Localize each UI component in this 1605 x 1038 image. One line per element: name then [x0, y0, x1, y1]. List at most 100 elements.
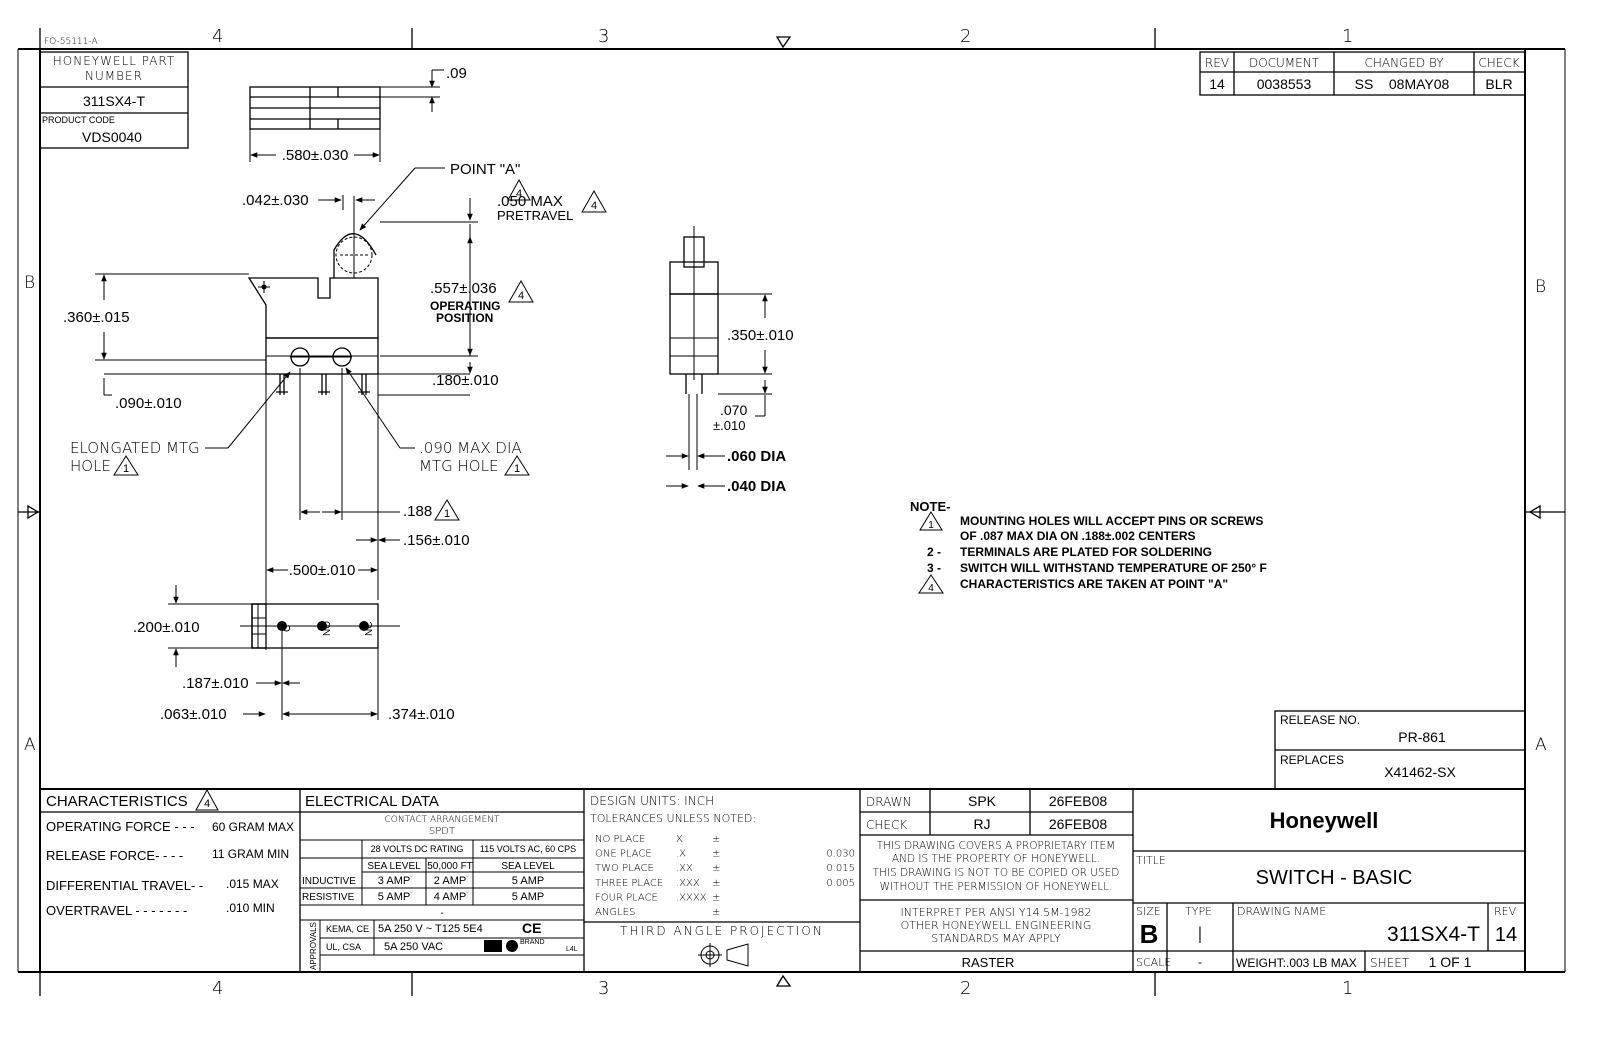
electrical-title: ELECTRICAL DATA	[305, 793, 439, 810]
tolerances-block: DESIGN UNITS: INCH TOLERANCES UNLESS NOT…	[584, 794, 860, 967]
tolerance-label: THREE PLACE	[595, 878, 663, 889]
dim-063: .063±.010	[160, 706, 227, 723]
sheet-label: SHEET	[1370, 956, 1410, 970]
approvals-label: APPROVALS	[309, 922, 318, 970]
form-number: FO-55111-A	[44, 37, 98, 47]
dim-350: .350±.010	[727, 327, 794, 344]
inductive-ac: 5 AMP	[512, 875, 544, 887]
tolerance-val: 0.005	[826, 878, 855, 889]
notes-title: NOTE-	[910, 499, 950, 514]
projection-label: THIRD ANGLE PROJECTION	[620, 924, 824, 938]
scale-value: -	[1198, 955, 1202, 969]
scale-label: SCALE	[1136, 956, 1171, 969]
tolerance-val: 0.030	[826, 849, 855, 860]
interpret-line-3: STANDARDS MAY APPLY	[931, 932, 1061, 945]
spare-row-dash: -	[440, 908, 443, 919]
dim-156: .156±.010	[403, 532, 470, 549]
part-number-value: 311SX4-T	[83, 93, 145, 109]
drawn-by: SPK	[968, 793, 997, 809]
tolerance-fmt: .XXX	[676, 878, 700, 889]
dim-060: .060 DIA	[727, 448, 786, 465]
drawn-label: DRAWN	[866, 795, 912, 809]
rev-value: 14	[1209, 76, 1225, 92]
pretravel-label: PRETRAVEL	[497, 208, 573, 223]
tolerance-label: TWO PLACE	[595, 863, 654, 874]
type-value: I	[1197, 924, 1204, 949]
terminal-no	[317, 621, 327, 631]
zone-right-b: B	[1535, 277, 1546, 297]
sheet-value: 1 OF 1	[1429, 954, 1472, 970]
dim-580: .580±.030	[282, 147, 349, 164]
ul-mark-icon	[484, 940, 518, 952]
inductive-altitude: 2 AMP	[434, 875, 466, 887]
sea-level-label: SEA LEVEL	[367, 861, 421, 872]
proprietary-line-1: THIS DRAWING COVERS A PROPRIETARY ITEM	[877, 840, 1115, 852]
dim-070-tol: ±.010	[713, 418, 745, 433]
char-differential-value: .015 MAX	[226, 877, 279, 891]
title-block: Honeywell TITLE SWITCH - BASIC SIZE B TY…	[1133, 808, 1525, 972]
end-view: .350±.010 .070 ±.010 .060 DIA .040 DIA	[666, 226, 794, 495]
characteristics-flag: 4	[204, 798, 210, 810]
ce-mark: CE	[522, 920, 541, 936]
replaces-label: REPLACES	[1280, 753, 1344, 767]
spdt-label: SPDT	[429, 826, 455, 837]
electrical-data-block: ELECTRICAL DATA CONTACT ARRANGEMENT SPDT…	[300, 793, 584, 972]
tolerance-label: ONE PLACE	[595, 849, 652, 860]
ac-rating-label: 115 VOLTS AC, 60 CPS	[480, 844, 576, 854]
proprietary-line-3: THIS DRAWING IS NOT TO BE COPIED OR USED	[873, 867, 1120, 879]
note-4-flag: 4	[928, 583, 934, 594]
terminal-c-label: C	[282, 625, 293, 632]
characteristics-block: CHARACTERISTICS 4 OPERATING FORCE - - - …	[40, 788, 300, 918]
flag-188: 1	[444, 508, 450, 520]
center-mark-bottom	[775, 974, 792, 987]
release-label: RELEASE NO.	[1280, 713, 1360, 727]
resistive-ac: 5 AMP	[512, 891, 544, 903]
dc-rating-label: 28 VOLTS DC RATING	[371, 844, 464, 854]
note-3-text: SWITCH WILL WITHSTAND TEMPERATURE OF 250…	[960, 561, 1267, 575]
zone-top-3: 3	[598, 26, 609, 47]
tolerance-pm: ±	[712, 907, 720, 918]
proprietary-line-4: WITHOUT THE PERMISSION OF HONEYWELL.	[880, 881, 1113, 893]
tolerance-fmt: .XX	[676, 863, 693, 874]
replaces-value: X41462-SX	[1384, 764, 1456, 780]
note-3-num: 3 -	[927, 561, 941, 575]
inductive-sea-level: 3 AMP	[378, 875, 410, 887]
ul-csa-rating: 5A 250 VAC	[384, 941, 443, 953]
check-value: BLR	[1485, 76, 1512, 92]
part-number-header: HONEYWELL PART NUMBER	[52, 54, 176, 83]
center-mark-top	[775, 36, 792, 49]
rev-header: REV	[1205, 56, 1229, 70]
proprietary-line-2: AND IS THE PROPERTY OF HONEYWELL.	[892, 853, 1100, 865]
dim-360: .360±.015	[63, 309, 130, 326]
title-label: TITLE	[1136, 854, 1166, 867]
side-view: .042±.030 POINT "A" .050 MAX PRETRAVEL .…	[63, 161, 573, 650]
document-header: DOCUMENT	[1249, 56, 1320, 70]
product-code-label: PRODUCT CODE	[42, 115, 115, 125]
operating-label: OPERATING	[430, 299, 500, 313]
char-overtravel-value: .010 MIN	[226, 901, 275, 915]
tolerance-val: 0.015	[826, 863, 855, 874]
dim-188: .188	[403, 503, 432, 520]
contact-arrangement-label: CONTACT ARRANGEMENT	[384, 815, 500, 825]
drawn-check-block: DRAWN SPK 26FEB08 CHECK RJ 26FEB08 THIS …	[860, 789, 1133, 970]
char-operating-value: 60 GRAM MAX	[212, 820, 294, 834]
notes-block: NOTE- 1 MOUNTING HOLES WILL ACCEPT PINS …	[910, 499, 1267, 594]
zone-left-b: B	[24, 273, 35, 293]
zone-right-a: A	[1535, 735, 1547, 755]
rev-label: REV	[1494, 905, 1517, 918]
flag-point-a: 4	[516, 188, 522, 200]
bottom-view: C NO NC .200±.010 .187±.010 .063±.010 .3…	[133, 585, 455, 723]
tolerance-label: ANGLES	[595, 907, 635, 918]
tolerance-pm: ±	[712, 863, 720, 874]
altitude-label: 50,000 FT	[427, 861, 473, 872]
characteristics-title: CHARACTERISTICS	[46, 793, 188, 810]
tolerance-pm: ±	[712, 834, 720, 845]
terminal-nc-label: NC	[364, 622, 375, 636]
title-block-frame	[40, 788, 1525, 972]
release-block: RELEASE NO. PR-861 REPLACES X41462-SX	[1274, 710, 1526, 790]
size-label: SIZE	[1136, 905, 1161, 918]
flag-pretravel: 4	[591, 200, 597, 212]
char-overtravel-label: OVERTRAVEL - - - - - - -	[46, 903, 187, 918]
